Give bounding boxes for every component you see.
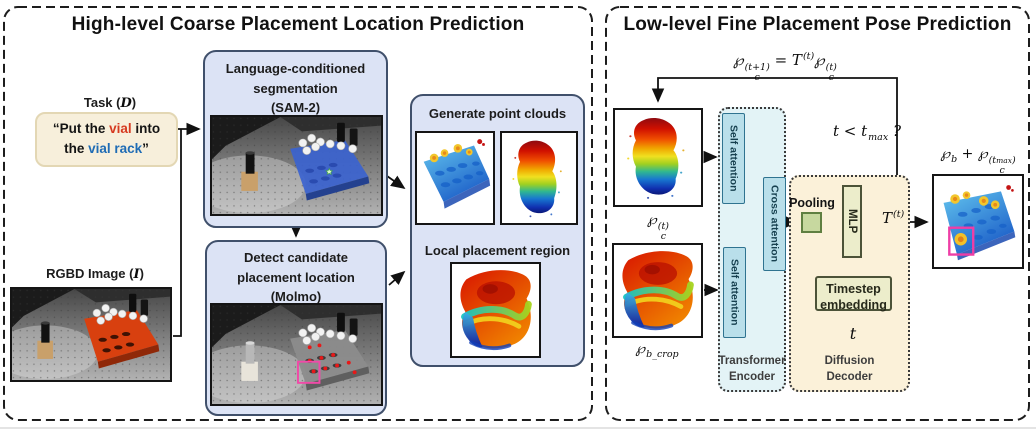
output-image: [932, 174, 1024, 269]
pc-current-label: ℘(t)c: [647, 212, 669, 242]
self-attention-1: Self attention: [722, 113, 745, 204]
mlp-box: MLP: [842, 185, 862, 258]
pc-bcrop-image: [612, 243, 703, 338]
transform-output: T(t): [882, 209, 905, 227]
task-rack-word: vial rack: [88, 141, 143, 157]
timestep-input: t: [849, 324, 857, 343]
rack-pointcloud-image: [415, 131, 495, 225]
output-label: ℘b + ℘(tmax)c: [940, 146, 1016, 176]
rgbd-label: RGBD Image (I): [46, 266, 144, 282]
molmo-image: [210, 303, 383, 406]
condition-label: t < tmax ?: [833, 122, 902, 143]
cross-attention: Cross attention: [763, 177, 786, 271]
task-label: Task (D): [83, 95, 137, 111]
left-panel-title: High-level Coarse Placement Location Pre…: [71, 14, 525, 35]
local-region-label: Local placement region: [424, 243, 571, 258]
pc-current-image: [613, 108, 703, 207]
right-panel-title: Low-level Fine Placement Pose Prediction: [623, 14, 1012, 35]
task-bubble: “Put the vial into the vial rack”: [35, 112, 178, 167]
update-formula: ℘(t+1)c = T(t)℘(t)c: [733, 51, 837, 83]
pooling-node: [801, 212, 822, 233]
vial-pointcloud-image: [500, 131, 578, 225]
self-attention-2: Self attention: [723, 247, 746, 338]
sam2-image: [210, 115, 383, 216]
local-region-image: [450, 262, 541, 358]
pooling-label: Pooling: [789, 196, 835, 210]
rgbd-image: [10, 287, 172, 382]
pc-bcrop-label: ℘b_crop: [635, 341, 679, 360]
task-vial-word: vial: [109, 121, 132, 136]
point-clouds-title: Generate point clouds: [428, 106, 567, 121]
